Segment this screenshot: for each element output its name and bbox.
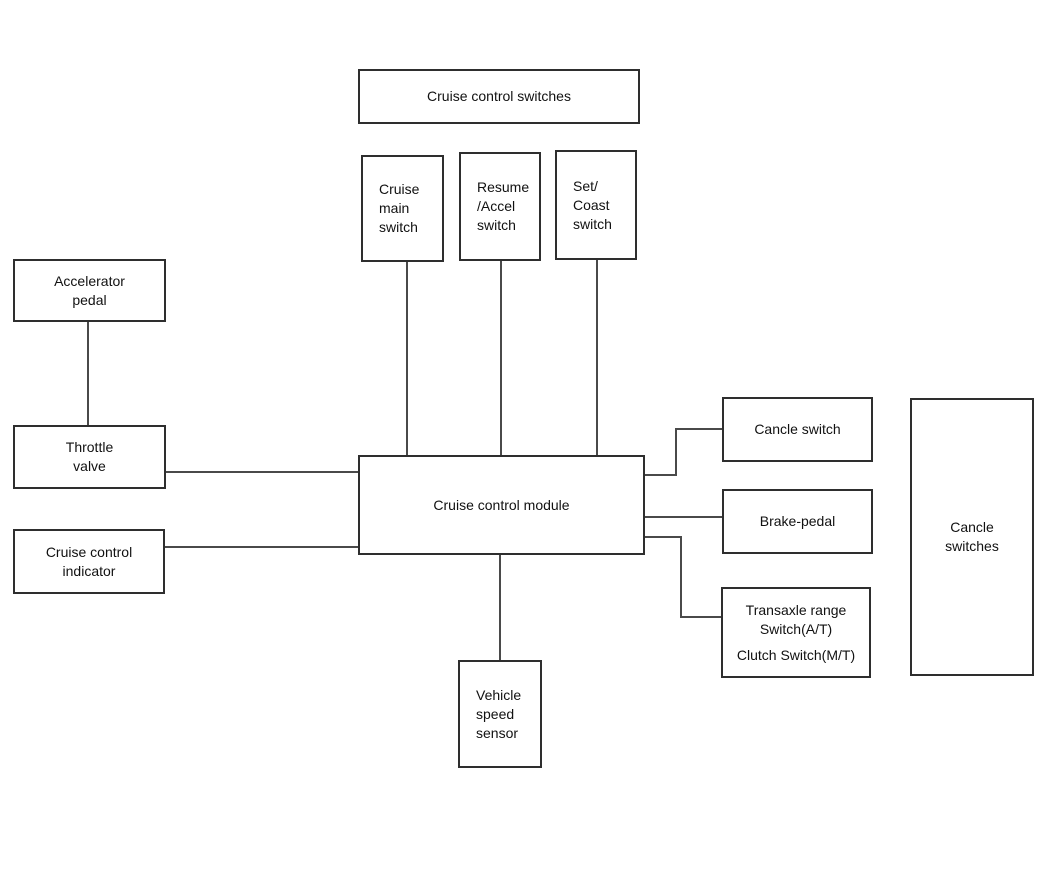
node-throttle-valve: Throttle valve [13,425,166,489]
node-accelerator-pedal-label: Accelerator pedal [54,272,125,308]
edge-throttle-valve-to-module [166,471,358,473]
node-set-coast-switch: Set/ Coast switch [555,150,637,260]
node-set-coast-switch-label: Set/ Coast switch [573,177,612,232]
node-vehicle-speed-sensor-label: Vehicle speed sensor [476,686,522,741]
node-clutch-switch-label: Clutch Switch(M/T) [736,646,856,663]
node-transaxle-clutch-switch: Transaxle range Switch(A/T) Clutch Switc… [721,587,871,678]
node-cruise-control-module-label: Cruise control module [433,496,570,513]
node-cancle-switches: Cancle switches [910,398,1034,676]
edge-module-to-brake-pedal [645,516,722,518]
node-brake-pedal-label: Brake-pedal [759,513,836,529]
edge-resume-accel-switch-to-module [500,261,502,455]
edge-module-to-vehicle-speed-sensor [499,555,501,660]
node-cruise-control-switches-label: Cruise control switches [427,88,571,104]
edge-accelerator-pedal-to-throttle-valve [87,322,89,425]
node-accelerator-pedal: Accelerator pedal [13,259,166,322]
node-resume-accel-switch: Resume /Accel switch [459,152,541,261]
edge-module-to-cancle-switch-seg2 [675,428,677,476]
edge-module-to-cancle-switch-seg1 [645,474,677,476]
node-throttle-valve-label: Throttle valve [65,439,114,474]
node-cruise-control-indicator-label: Cruise control indicator [45,543,133,579]
node-cruise-control-switches: Cruise control switches [358,69,640,124]
node-cancle-switch: Cancle switch [722,397,873,462]
node-cancle-switch-label: Cancle switch [754,421,841,437]
edge-module-to-transaxle-seg2 [680,536,682,618]
node-brake-pedal: Brake-pedal [722,489,873,554]
edge-module-to-transaxle-seg3 [680,616,721,618]
edge-cruise-control-indicator-to-module [165,546,358,548]
node-resume-accel-switch-label: Resume /Accel switch [477,179,530,233]
node-cancle-switches-label: Cancle switches [945,519,999,554]
edge-cruise-main-switch-to-module [406,262,408,455]
node-cruise-main-switch-label: Cruise main switch [379,181,420,235]
node-cruise-main-switch: Cruise main switch [361,155,444,262]
edge-module-to-cancle-switch-seg3 [675,428,722,430]
node-cruise-control-module: Cruise control module [358,455,645,555]
node-vehicle-speed-sensor: Vehicle speed sensor [458,660,542,768]
edge-module-to-transaxle-seg1 [645,536,682,538]
node-transaxle-range-switch-label: Transaxle range Switch(A/T) [745,601,847,637]
node-cruise-control-indicator: Cruise control indicator [13,529,165,594]
edge-set-coast-switch-to-module [596,260,598,455]
